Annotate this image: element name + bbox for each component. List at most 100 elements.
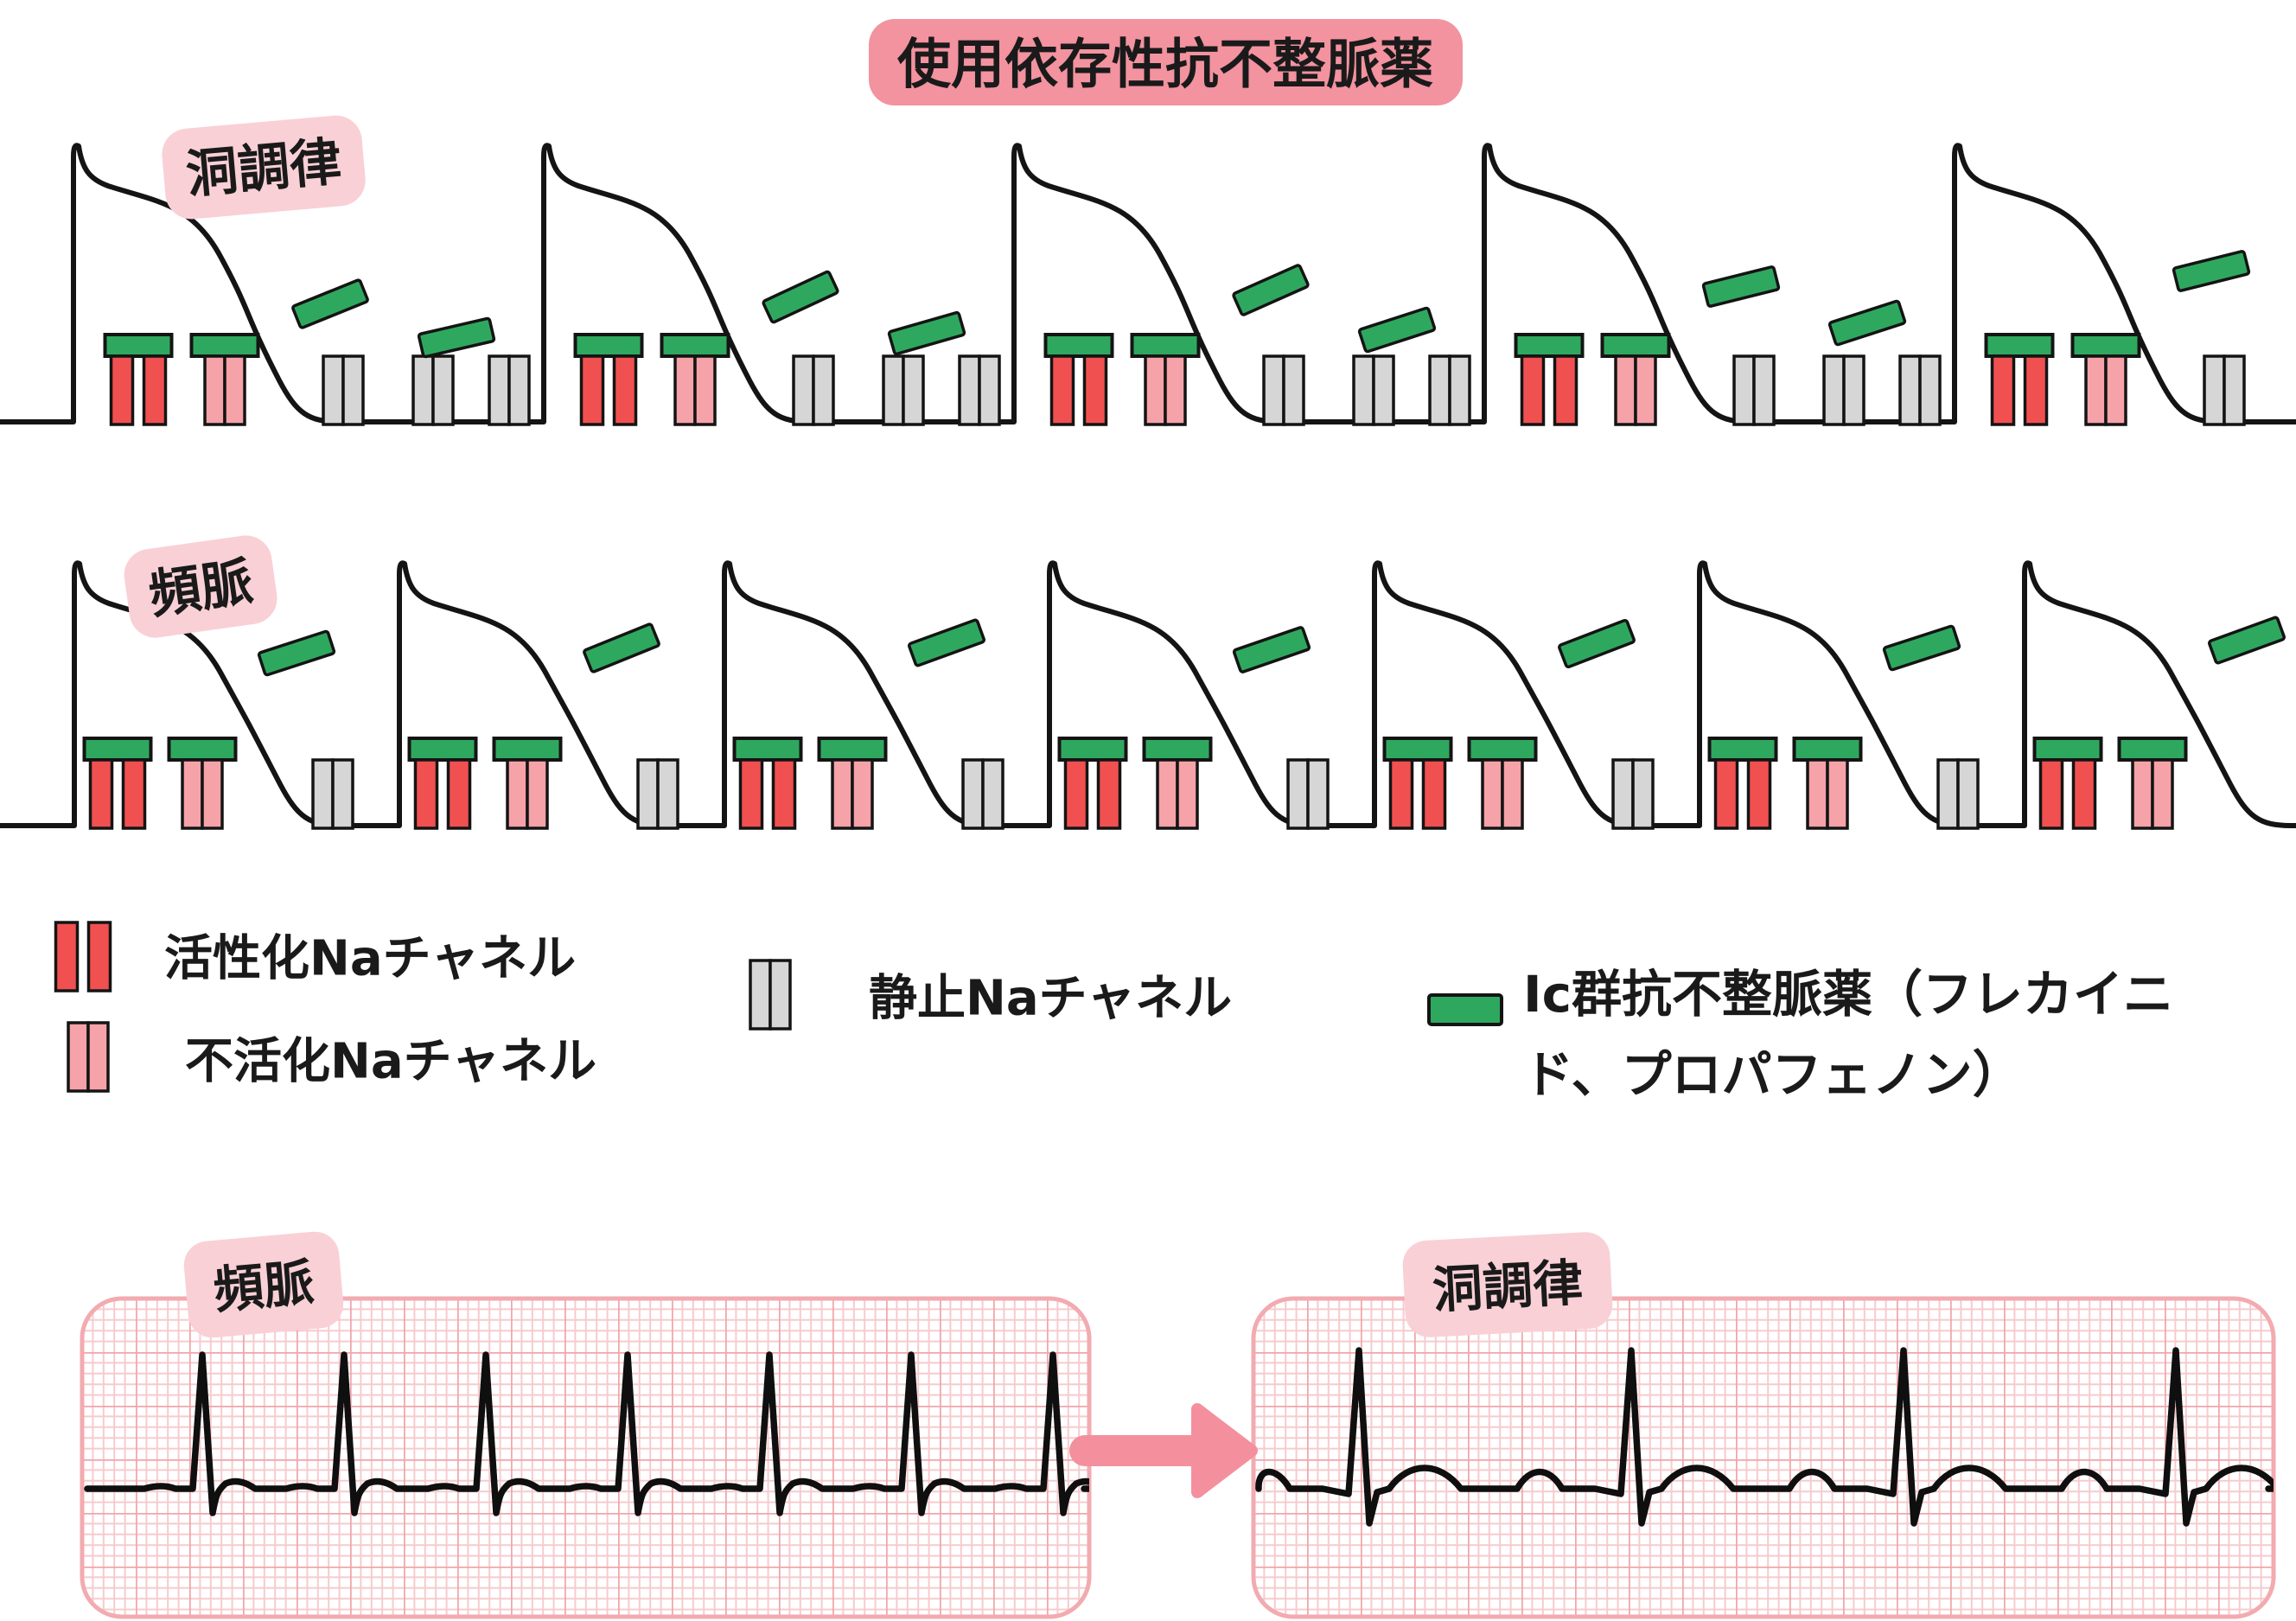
na-channel-inactivated (660, 333, 730, 426)
channel-bar (981, 758, 1004, 830)
na-channel-activated (1043, 333, 1114, 426)
na-channel-inactivated (2117, 737, 2188, 830)
na-channel-inactivated (167, 737, 238, 830)
channel-bar (1822, 354, 1846, 426)
na-channel-resting (2203, 354, 2246, 426)
transition-arrow (1069, 1403, 1258, 1498)
channel-bar (1634, 354, 1657, 426)
channel-bar (2223, 354, 2246, 426)
channel-bar (1306, 758, 1330, 830)
action-potential-trace-sinus-rhythm (0, 143, 2296, 424)
ecg-panel-sinus (1251, 1296, 2276, 1619)
channel-bar (181, 758, 204, 830)
na-channel-activated (407, 737, 478, 830)
ecg-grid (80, 1296, 1092, 1619)
channel-bar (1553, 354, 1578, 426)
drug-bar (257, 629, 336, 677)
channel-bar (109, 354, 135, 426)
drug-bar (887, 310, 966, 356)
drug-cap (2117, 737, 2188, 762)
drug-bar (1882, 624, 1961, 672)
na-channel-resting (882, 354, 925, 426)
na-channel-resting (411, 354, 455, 426)
channel-bar (579, 354, 605, 426)
channel-bar (882, 354, 905, 426)
channel-bar (142, 354, 168, 426)
channel-bar (636, 758, 660, 830)
drug-cap (660, 333, 730, 358)
drug-bar (417, 316, 496, 359)
channel-bar (488, 354, 511, 426)
channel-bar (1732, 354, 1756, 426)
channel-bar (526, 758, 549, 830)
channel-bar (1611, 758, 1635, 830)
legend-icon-resting (749, 959, 792, 1031)
drug-cap (1707, 737, 1778, 762)
channel-bar (1282, 354, 1305, 426)
legend-label-activated: 活性化Naチャネル (164, 931, 576, 987)
na-channel-activated (1382, 737, 1453, 830)
channel-bar (121, 758, 147, 830)
channel-bar (812, 354, 835, 426)
drug-bar (583, 622, 660, 673)
channel-bar (67, 1021, 90, 1093)
na-channel-resting (322, 354, 365, 426)
drug-cap (1382, 737, 1453, 762)
channel-bar (792, 354, 815, 426)
channel-bar (831, 758, 854, 830)
na-channel-resting (311, 758, 354, 830)
channel-bar (1898, 354, 1922, 426)
legend-icon-drug (1427, 993, 1503, 1026)
channel-bar (656, 758, 679, 830)
drug-cap (189, 333, 260, 358)
channel-bar (2023, 354, 2049, 426)
action-potential-rows (0, 143, 2296, 830)
channel-bar (1096, 758, 1122, 830)
drug-bar (2208, 616, 2286, 665)
drug-cap (2032, 737, 2103, 762)
channel-bar (771, 758, 797, 830)
drug-cap (492, 737, 563, 762)
title-text: 使用依存性抗不整脈薬 (897, 33, 1433, 96)
channel-bar (2203, 354, 2226, 426)
drug-cap (167, 737, 238, 762)
channel-bar (902, 354, 925, 426)
channel-bar (1481, 758, 1504, 830)
na-channel-inactivated (1600, 333, 1671, 426)
na-channel-resting (1611, 758, 1655, 830)
channel-bar (341, 354, 365, 426)
na-channel-inactivated (1142, 737, 1213, 830)
drug-cap (1043, 333, 1114, 358)
drug-cap (1514, 333, 1585, 358)
channel-bar (411, 354, 435, 426)
channel-bar (978, 354, 1001, 426)
channel-bar (223, 354, 246, 426)
na-channel-inactivated (492, 737, 563, 830)
channel-bar (958, 354, 981, 426)
legend-label-drug-line2: ド、プロパフェノン） (1523, 1045, 2023, 1104)
channel-bar (1826, 758, 1849, 830)
channel-bar (322, 354, 345, 426)
drug-bar (2172, 250, 2251, 292)
channel-bar (1752, 354, 1776, 426)
legend-icons (54, 921, 1503, 1093)
ecg-label-tachycardia-box (183, 1231, 344, 1338)
ecg-label-sinus-text: 洞調律 (1431, 1253, 1584, 1319)
channel-bar (507, 354, 531, 426)
channel-bar (54, 921, 80, 992)
drug-bar (1232, 626, 1311, 673)
channel-bar (738, 758, 764, 830)
channel-bar (431, 354, 455, 426)
channel-bar (413, 758, 439, 830)
drug-cap (1792, 737, 1863, 762)
drug-bar (1357, 306, 1437, 354)
channel-bar (1614, 354, 1637, 426)
channel-bar (769, 959, 792, 1031)
na-channel-resting (488, 354, 531, 426)
na-channel-resting (1428, 354, 1471, 426)
channel-bar (201, 758, 224, 830)
na-channel-resting (1286, 758, 1330, 830)
na-channel-resting (636, 758, 679, 830)
na-channel-activated (573, 333, 644, 426)
